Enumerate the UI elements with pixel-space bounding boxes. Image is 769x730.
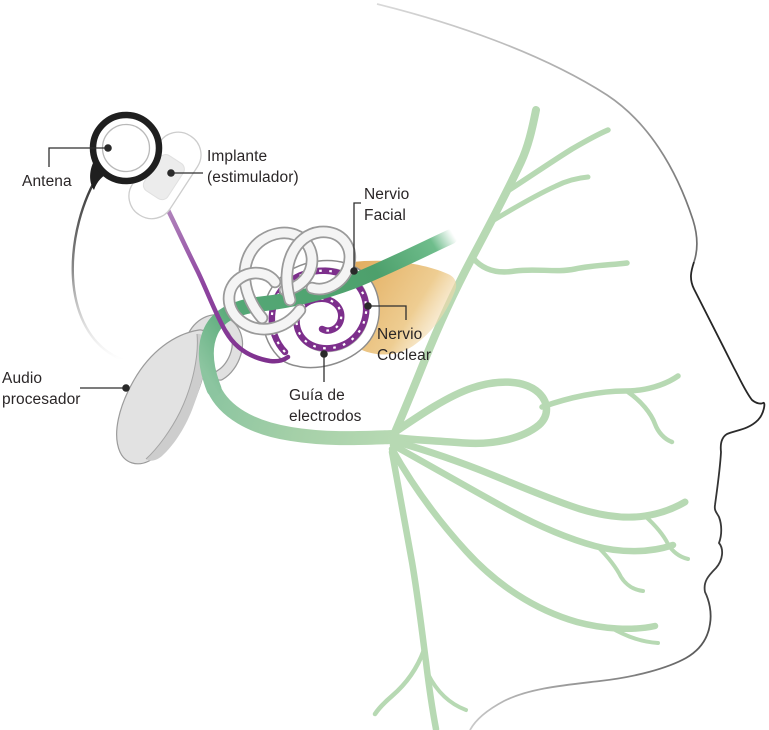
nerve-branch-cervical-twig-1 [372, 647, 427, 717]
leader-nervio-facial [353, 202, 361, 268]
antenna-cable [71, 171, 143, 365]
leader-antena [48, 147, 108, 167]
label-nervio-coclear-line1: Nervio [377, 326, 423, 343]
label-nervio-coclear-line2: Coclear [377, 347, 432, 364]
nerve-branch-cervical [388, 448, 440, 730]
label-audio-line1: Audio [2, 370, 43, 387]
semicircular-canals [222, 225, 357, 336]
facial-nerve-trunk-upper [199, 229, 458, 397]
label-implante-line1: Implante [207, 148, 268, 165]
label-nervio-facial: Nervio Facial [364, 184, 409, 226]
label-guia-de-electrodos: Guía de electrodos [289, 385, 362, 427]
nerve-branch-temporal-twig-1 [503, 127, 611, 195]
nerve-branch-mandibular-twig [608, 625, 660, 645]
label-nervio-coclear: Nervio Coclear [377, 324, 431, 366]
head-top-outline [376, 3, 698, 263]
electrode-lead-cable [163, 203, 291, 364]
dot-guia [320, 350, 328, 358]
facial-nerve-branches [372, 106, 690, 730]
label-implante-estimulador: Implante (estimulador) [207, 146, 299, 188]
processor-divider-line [145, 333, 198, 460]
label-antena-line1: Antena [22, 173, 72, 190]
nerve-branch-zygomatic-twig [625, 389, 675, 445]
nerve-branch-mandibular [388, 445, 659, 632]
canal-posterior-fill [282, 227, 355, 305]
dot-audio [122, 384, 130, 392]
label-nervio-facial-line1: Nervio [364, 186, 410, 203]
nerve-branch-mouth [389, 441, 677, 555]
label-audio-line2: procesador [2, 391, 81, 408]
leader-nervio-coclear [369, 305, 407, 320]
nerve-branch-mouth-twig [596, 545, 645, 593]
electrode-contacts-dashes [270, 269, 368, 353]
processor-earhook-fill [187, 315, 242, 380]
label-implante-line2: (estimulador) [207, 169, 299, 186]
canal-lateral-fill [224, 268, 305, 334]
dot-implante [167, 169, 175, 177]
label-antena: Antena [22, 171, 72, 192]
leader-lines [48, 147, 407, 389]
implant-stimulator [128, 131, 202, 220]
dot-antena [104, 144, 112, 152]
dot-nervio-facial [350, 267, 358, 275]
nerve-branch-eye-loop [391, 378, 551, 448]
label-guia-line2: electrodos [289, 408, 362, 425]
face-front-outline [469, 261, 766, 730]
nerve-branch-buccal [390, 437, 689, 521]
nerve-branch-cervical-twig-2 [426, 672, 468, 712]
dot-nervio-coclear [364, 302, 372, 310]
nerve-branch-forehead [470, 255, 630, 275]
label-nervio-facial-line2: Facial [364, 207, 406, 224]
label-audio-procesador: Audio procesador [2, 368, 81, 410]
nerve-branch-temporal-twig-2 [491, 174, 591, 223]
nerve-branch-zygomatic [539, 373, 681, 410]
facial-nerve-trunk-lower [207, 382, 400, 446]
head-profile-outline [376, 3, 766, 730]
label-guia-line1: Guía de [289, 387, 345, 404]
antenna-coil [89, 111, 163, 190]
leader-dots [104, 144, 372, 392]
